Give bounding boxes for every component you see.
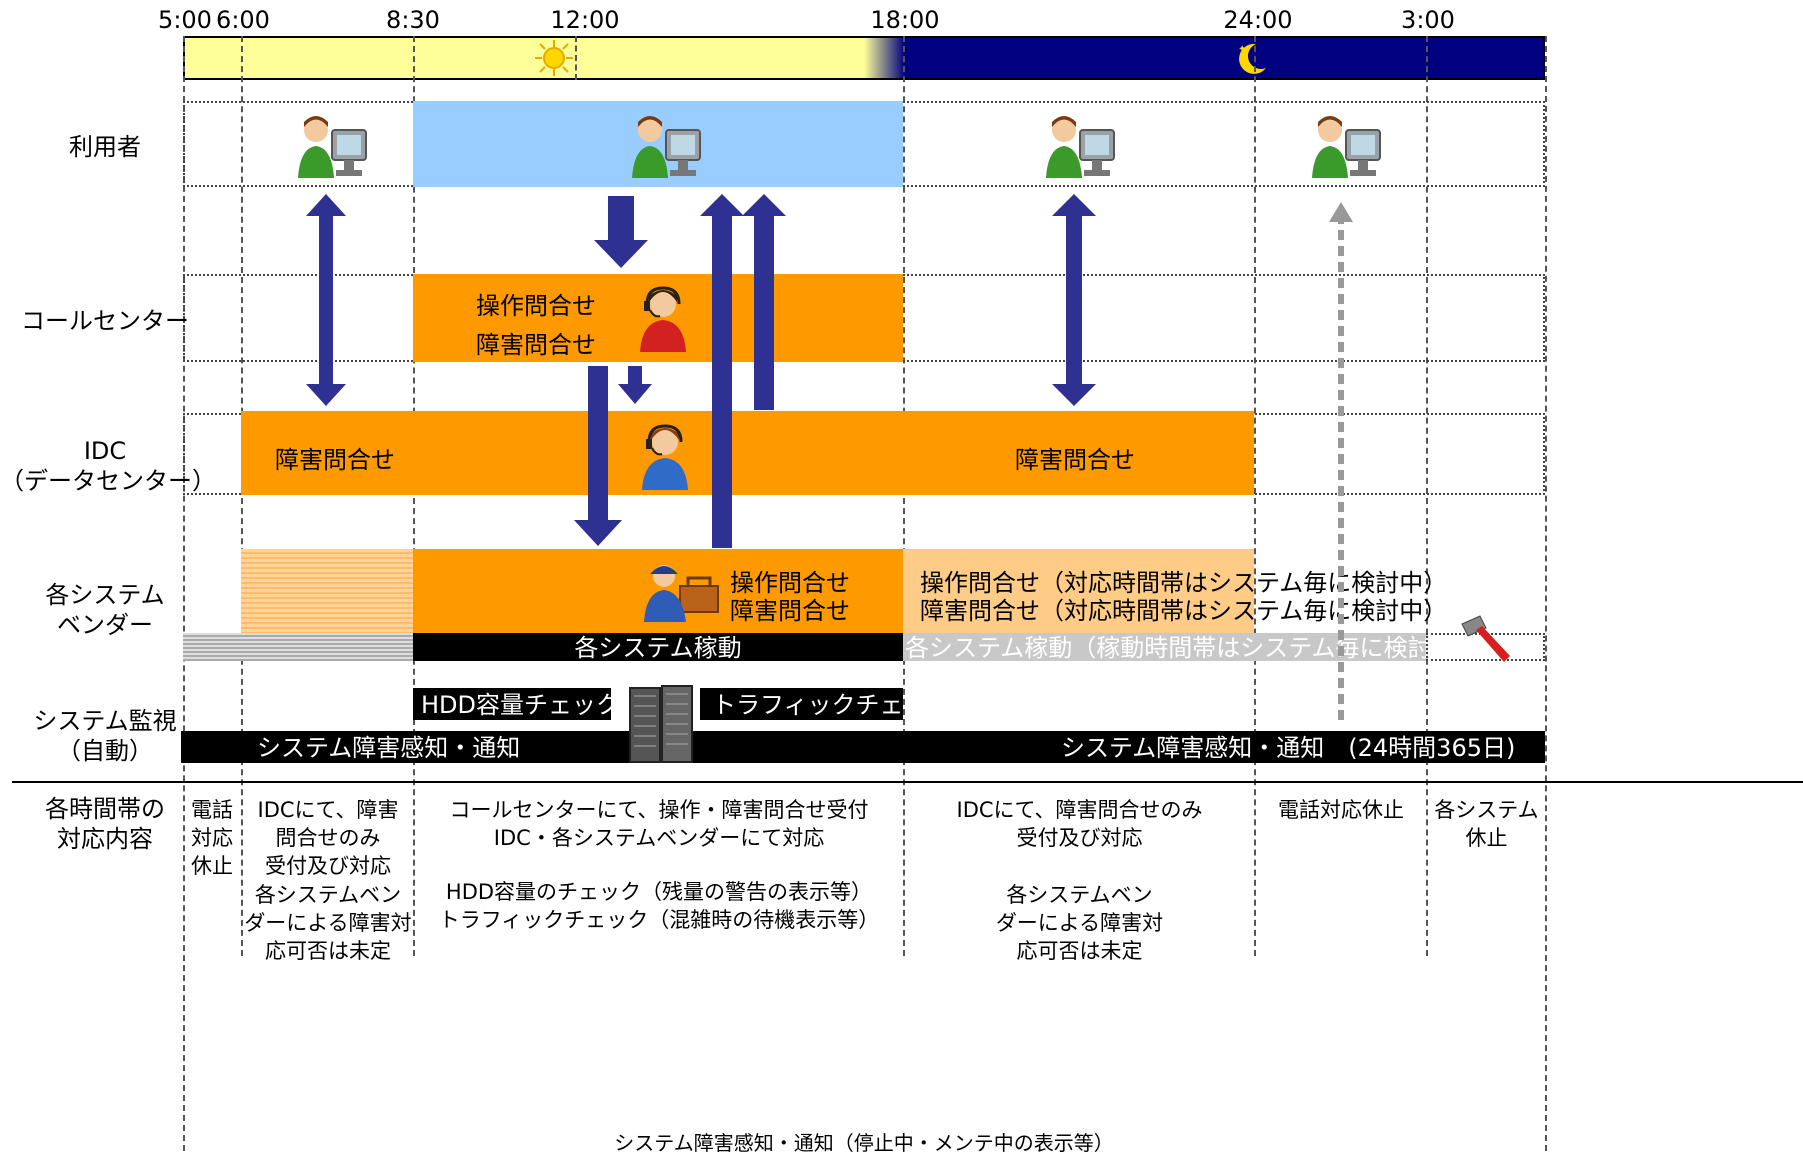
desc-3-5: 各システム休止 (1434, 798, 1539, 850)
user-computer-icon (1046, 116, 1115, 178)
row-label-monitor: システム監視（自動） (33, 707, 177, 765)
moon-icon: ✦ (1238, 43, 1266, 74)
system-off-hatched (183, 633, 413, 661)
repairman-icon (644, 565, 719, 622)
operator-icon (642, 424, 688, 490)
tick-12: 12:00 (550, 6, 620, 34)
server-icon (629, 685, 693, 763)
user-computer-icon (1312, 116, 1381, 178)
desc-bottom: システム障害感知・通知（停止中・メンテ中の表示等） (614, 1131, 1114, 1155)
arrow-user-to-callcenter (594, 196, 648, 268)
desc-5-6: 電話対応休止 (191, 798, 233, 878)
tick-24: 24:00 (1223, 6, 1293, 34)
tick-3: 3:00 (1401, 6, 1455, 34)
arrow-user-idc-evening (1052, 194, 1096, 406)
idc-morning-text: 障害問合せ (275, 446, 395, 474)
gridline-6 (241, 36, 243, 956)
arrow-vendor-to-user (700, 194, 744, 548)
desc-6-830-a: IDCにて、障害問合せのみ受付及び対応 (257, 798, 399, 878)
gridline-3 (1426, 36, 1428, 956)
arrow-idc-to-user (742, 194, 786, 410)
operator-icon (640, 286, 686, 352)
desc-18-24-a: IDCにて、障害問合せのみ受付及び対応 (956, 798, 1203, 850)
system-evening-bar: 各システム稼動（稼動時間帯はシステム毎に検討中） (903, 633, 1480, 662)
svg-text:✦: ✦ (1238, 44, 1246, 55)
section-divider (12, 781, 1803, 783)
desc-830-18-b: HDD容量のチェック（残量の警告の表示等）トラフィックチェック（混雑時の待機表示… (438, 880, 880, 932)
gridline-12 (575, 36, 577, 80)
gridline-end (1545, 36, 1547, 1151)
system-running-bar: 各システム稼動 (413, 633, 903, 662)
user-computer-icon (298, 116, 367, 178)
row-label-vendor: 各システムベンダー (45, 581, 165, 639)
user-computer-icon (632, 116, 701, 178)
callcenter-op-text: 操作問合せ (476, 292, 596, 320)
vendor-eve-fault-text: 障害問合せ（対応時間帯はシステム毎に検討中） (920, 597, 1448, 625)
sun-icon (535, 40, 573, 76)
arrow-user-idc-morning (306, 194, 346, 406)
day-night-bar (183, 36, 1545, 80)
desc-6-830-b: 各システムベンダーによる障害対応可否は未定 (244, 883, 412, 963)
row-label-callcenter: コールセンター (21, 307, 189, 335)
tick-6: 6:00 (216, 6, 270, 34)
idc-evening-text: 障害問合せ (1015, 446, 1135, 474)
vendor-day-op-text: 操作問合せ (730, 569, 850, 597)
tick-5: 5:00 (158, 6, 212, 34)
row-label-response: 各時間帯の対応内容 (45, 795, 165, 853)
vendor-day-fault-text: 障害問合せ (730, 597, 850, 625)
row-label-idc: IDC（データセンター） (0, 437, 216, 495)
detect-right-text: システム障害感知・通知 (24時間365日) (1061, 734, 1516, 762)
callcenter-fault-text: 障害問合せ (476, 331, 596, 359)
gridline-5 (183, 36, 185, 1151)
row-label-user: 利用者 (69, 133, 141, 161)
vendor-eve-op-text: 操作問合せ（対応時間帯はシステム毎に検討中） (920, 569, 1448, 597)
arrow-callcenter-to-vendor (574, 366, 622, 546)
detect-left-text: システム障害感知・通知 (257, 734, 521, 762)
arrow-night-monitor (1329, 202, 1353, 720)
vendor-morning-hatched (241, 549, 413, 633)
gridline-830 (413, 36, 415, 956)
desc-24-3: 電話対応休止 (1278, 798, 1404, 822)
tick-18: 18:00 (870, 6, 940, 34)
arrow-callcenter-to-idc (618, 366, 652, 404)
vendor-evening-band (903, 549, 1254, 633)
idc-band (241, 411, 1254, 495)
hdd-check-bar: HDD容量チェック (413, 688, 620, 720)
gridline-24 (1254, 36, 1256, 956)
traffic-check-bar: トラフィックチェック (700, 688, 952, 720)
hammer-icon (1461, 615, 1510, 662)
gridline-18 (903, 36, 905, 956)
desc-18-24-b: 各システムベンダーによる障害対応可否は未定 (995, 883, 1164, 963)
tick-830: 8:30 (386, 6, 440, 34)
detect-bar: システム障害感知・通知 システム障害感知・通知 (24時間365日) (181, 731, 1545, 763)
